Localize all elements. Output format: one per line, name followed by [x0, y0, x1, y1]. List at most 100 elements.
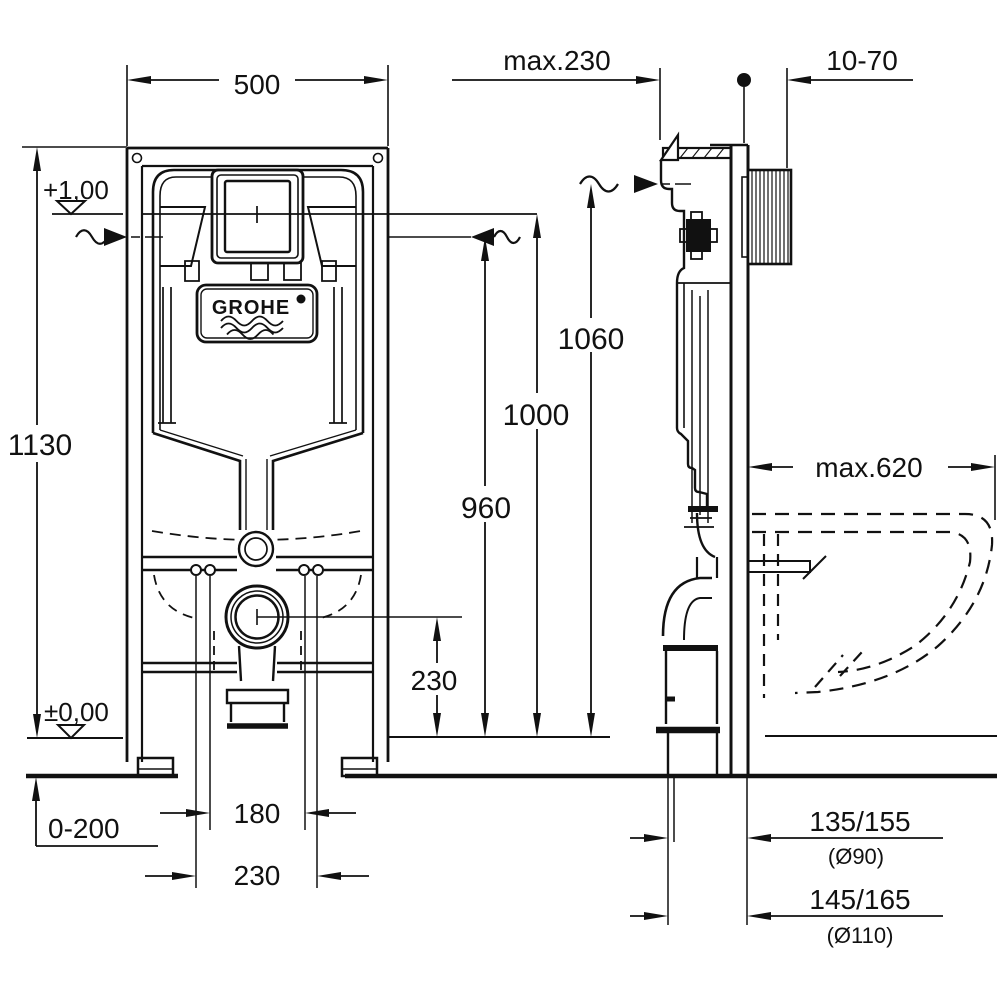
fixing-screw-icon	[190, 564, 202, 576]
dim-sublabel: (Ø110)	[827, 923, 894, 948]
tank-channel-left	[160, 206, 207, 267]
dim-drain-wall-110: 145/165 (Ø110)	[630, 884, 943, 948]
supply-break-arrow-right	[388, 228, 521, 246]
zero-level-line	[27, 735, 997, 739]
top-wall-bracket	[658, 131, 733, 162]
corner-screw-icon	[372, 152, 384, 164]
dim-label: 230	[234, 860, 281, 891]
arrowhead-icon	[317, 872, 341, 880]
arrowhead-icon	[587, 184, 595, 208]
outlet-socket	[225, 688, 290, 705]
flush-pipe-flange	[237, 530, 275, 568]
break-arrow-icon	[634, 175, 658, 193]
logo-waves-icon	[220, 315, 284, 340]
break-wave-icon	[75, 229, 109, 245]
level-mark-top: +1,00	[43, 175, 109, 216]
arrowhead-icon	[971, 463, 995, 471]
fastener-bolt-icon	[686, 219, 711, 252]
arrowhead-icon	[433, 617, 441, 641]
arrowhead-icon	[644, 912, 668, 920]
rail-fastener	[679, 211, 718, 260]
arrowhead-icon	[644, 834, 668, 842]
dim-label: 0-200	[48, 813, 120, 844]
outlet-extension-lines	[667, 778, 748, 925]
grohe-logo: GROHE	[195, 283, 319, 344]
arrowhead-icon	[787, 76, 811, 84]
break-wave-icon	[493, 229, 521, 245]
hidden-toilet-bowl	[752, 512, 994, 698]
corner-screw-icon	[131, 152, 143, 164]
dim-label: 1060	[558, 323, 625, 356]
arrowhead-icon	[305, 809, 329, 817]
dim-top-depth: max.230	[452, 45, 661, 140]
fixing-screw-icon	[204, 564, 216, 576]
break-arrow-icon	[471, 228, 494, 246]
dim-label: 1000	[503, 399, 570, 432]
arrowhead-icon	[172, 872, 196, 880]
dim-label: 500	[234, 69, 281, 100]
right-foot	[340, 756, 379, 778]
dim-drain-wall-90: 135/155 (Ø90)	[630, 806, 943, 869]
arrowhead-icon	[533, 214, 541, 238]
level-mark-icon	[55, 724, 87, 740]
arrowhead-icon	[127, 76, 151, 84]
bowl-fixing-stud	[747, 555, 827, 580]
lower-frame-rails	[142, 530, 373, 674]
arrowhead-icon	[481, 713, 489, 737]
break-wave-icon	[579, 175, 619, 193]
side-view	[656, 131, 994, 925]
arrowhead-icon	[481, 237, 489, 261]
dim-label: 230	[411, 665, 458, 696]
dim-frame-height: 1130	[8, 147, 73, 738]
dim-label: max.230	[503, 45, 610, 76]
arrowhead-icon	[33, 714, 41, 738]
drain-centerline	[256, 609, 462, 625]
tank-channel-right	[306, 206, 356, 267]
dim-height-1060: 1060	[558, 184, 625, 737]
fixing-screw-icon	[298, 564, 310, 576]
arrowhead-icon	[533, 713, 541, 737]
dim-label: 960	[461, 492, 511, 525]
arrowhead-icon	[748, 463, 772, 471]
dim-height-960: 960	[461, 237, 511, 737]
left-foot	[136, 756, 175, 778]
brand-name: GROHE	[212, 297, 290, 319]
dim-foot-adjust: 0-200	[32, 777, 158, 847]
supply-break-arrow-left	[75, 228, 163, 246]
supply-break-arrow-side	[579, 175, 691, 193]
frame-profile	[659, 160, 709, 506]
arrowhead-icon	[587, 713, 595, 737]
wall-anchor-point	[737, 73, 751, 143]
wall-mounting-block	[741, 168, 793, 266]
dim-drain-height: 230	[411, 617, 458, 737]
dim-label: 1130	[8, 429, 73, 462]
arrowhead-icon	[747, 834, 771, 842]
level-mark-floor: ±0,00	[44, 697, 109, 740]
front-view: GROHE	[22, 146, 462, 778]
dim-label: 145/165	[809, 884, 910, 915]
dim-sublabel: (Ø90)	[828, 844, 884, 869]
arrowhead-icon	[636, 76, 660, 84]
hidden-tank-bottom	[151, 530, 362, 541]
dim-outlet-offsets: 180 230	[145, 576, 369, 891]
reference-lines	[26, 213, 997, 779]
arrowhead-icon	[747, 912, 771, 920]
arrowhead-icon	[433, 713, 441, 737]
arrowhead-icon	[32, 777, 40, 801]
level-label: ±0,00	[44, 697, 109, 727]
dim-label: max.620	[815, 452, 922, 483]
side-rail	[729, 145, 750, 775]
arrowhead-icon	[33, 147, 41, 171]
anchor-dot-icon	[737, 73, 751, 87]
dim-height-1000: 1000	[503, 214, 570, 737]
drain-elbow	[224, 584, 462, 729]
arrowhead-icon	[186, 809, 210, 817]
dim-label: 10-70	[826, 45, 898, 76]
fixing-screw-icon	[312, 564, 324, 576]
level-mark-icon	[54, 200, 88, 216]
flush-bend	[656, 506, 720, 775]
dim-wall-clearance: 10-70	[786, 45, 913, 168]
break-arrow-icon	[104, 228, 127, 246]
